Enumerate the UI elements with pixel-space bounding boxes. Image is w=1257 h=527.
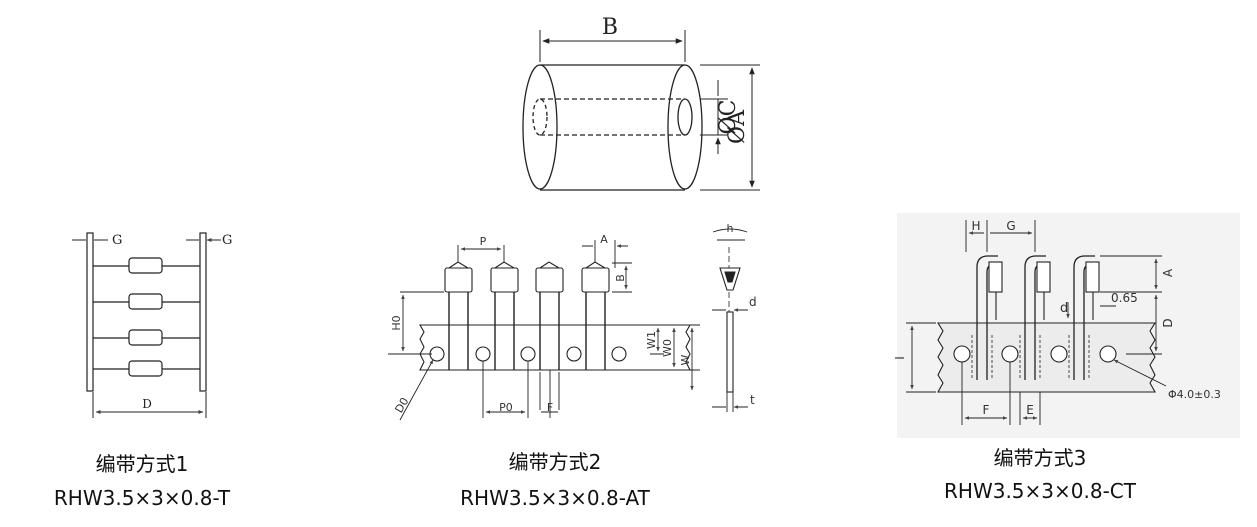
- core-label-a: ØA: [725, 109, 750, 144]
- taping2-label-d0: D0: [392, 395, 411, 415]
- taping1-label-g-right: G: [222, 233, 232, 248]
- taping2-label-a: A: [600, 233, 608, 246]
- taping3-part-number: RHW3.5×3×0.8-CT: [944, 479, 1136, 503]
- taping1-label-d: D: [142, 397, 152, 411]
- taping1-part-number: RHW3.5×3×0.8-T: [53, 486, 231, 510]
- taping2-label-d: d: [749, 295, 757, 309]
- taping2-label-h: h: [727, 222, 734, 235]
- taping2-label-t: t: [750, 393, 755, 407]
- taping2-label-b: B: [614, 274, 627, 282]
- taping3-label-hole: Φ4.0±0.3: [1168, 388, 1221, 401]
- taping3-title: 编带方式3: [993, 446, 1087, 470]
- taping3-label-g: G: [1006, 219, 1015, 233]
- core-label-b: B: [602, 15, 618, 40]
- taping2-title: 编带方式2: [508, 450, 602, 474]
- taping3-label-e: E: [1026, 403, 1034, 417]
- taping3-label-065: 0.65: [1111, 291, 1138, 305]
- taping2-label-w: W: [679, 354, 692, 365]
- taping1-title: 编带方式1: [95, 452, 189, 476]
- taping3-label-d-big: D: [1161, 318, 1175, 327]
- taping3-label-f: F: [983, 403, 990, 417]
- taping1-label-g-left: G: [112, 233, 122, 248]
- taping1-drawing: [72, 232, 221, 418]
- taping2-drawing: [388, 228, 748, 421]
- taping3-label-d-small: d: [1060, 301, 1068, 316]
- taping3-drawing: [897, 213, 1240, 438]
- taping2-label-p0: P0: [499, 401, 513, 414]
- taping3-label-i: I: [893, 356, 907, 360]
- taping2-part-number: RHW3.5×3×0.8-AT: [460, 486, 650, 510]
- taping2-label-f: F: [547, 401, 553, 414]
- taping2-label-w0: W0: [661, 339, 674, 357]
- taping3-label-a: A: [1161, 268, 1175, 277]
- taping2-label-h0: H0: [390, 315, 403, 330]
- core-label-c: ØC: [716, 100, 741, 135]
- taping2-label-w1: W1: [645, 331, 658, 349]
- taping2-label-p: P: [480, 235, 487, 248]
- core-drawing: [522, 30, 760, 191]
- taping3-label-h: H: [971, 219, 980, 233]
